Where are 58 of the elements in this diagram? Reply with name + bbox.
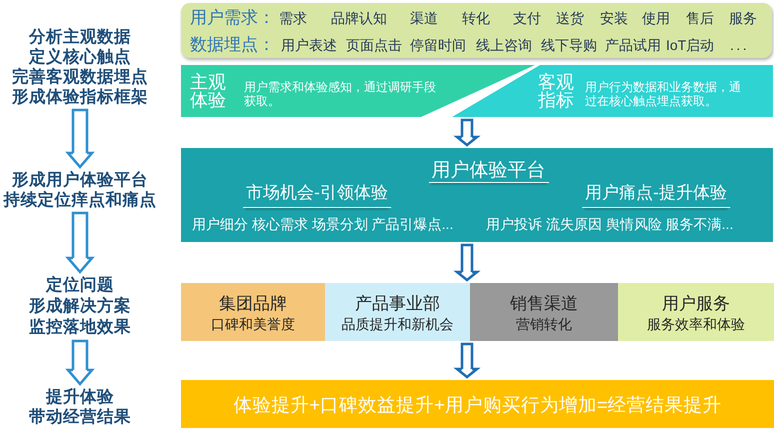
platform-panel — [181, 148, 773, 242]
step-label: 完善客观数据埋点 — [12, 67, 148, 87]
section-heading: 用户痛点-提升体验 — [582, 182, 730, 208]
step-label: 监控落地效果 — [29, 317, 131, 338]
keyword-label: 送货 — [556, 10, 584, 26]
row-label: 用户需求： — [190, 8, 275, 28]
category-tile — [618, 283, 774, 341]
step-label: 持续定位痒点和痛点 — [4, 190, 156, 210]
keyword-label: 线下导购 — [541, 36, 597, 54]
keyword-label: 使用 — [642, 10, 670, 26]
keyword-label: 渠道 — [410, 10, 438, 26]
tile-subtitle: 营销转化 — [516, 316, 572, 332]
step-label: 定义核心触点 — [29, 47, 131, 67]
tile-subtitle: 服务效率和体验 — [647, 316, 745, 332]
section-heading: 市场机会-引领体验 — [243, 182, 391, 208]
result-formula: 体验提升+口碑效益提升+用户购买行为增加=经营结果提升 — [233, 394, 722, 416]
step-label: 形成体验指标框架 — [12, 87, 148, 107]
keyword-list: 用户细分 核心需求 场景分划 产品引爆点... — [192, 216, 454, 232]
keyword-label: 安装 — [600, 10, 628, 26]
result-bar — [181, 380, 774, 428]
keyword-label: 用户表述 — [281, 36, 337, 54]
banner-description: 用户行为数据和业务数据，通过在核心触点埋点获取。 — [585, 80, 742, 108]
keyword-label: 需求 — [279, 10, 307, 26]
keyword-label: 支付 — [513, 10, 541, 26]
tile-title: 产品事业部 — [355, 294, 440, 314]
banner-title: 主观体验 — [190, 73, 227, 109]
keyword-label: 产品试用 — [605, 36, 661, 54]
panel-title: 用户体验平台 — [428, 160, 548, 184]
keyword-label: 页面点击 — [346, 36, 402, 54]
keyword-panel — [181, 3, 772, 58]
step-label: 分析主观数据 — [29, 27, 131, 47]
tile-title: 销售渠道 — [510, 294, 578, 314]
keyword-label: 停留时间 — [410, 36, 466, 54]
keyword-list: 用户投诉 流失原因 舆情风险 服务不满... — [486, 216, 734, 232]
keyword-label: 线上咨询 — [476, 36, 532, 54]
step-label: 形成用户体验平台 — [12, 170, 148, 190]
keyword-label: 转化 — [462, 10, 490, 26]
step-label: 形成解决方案 — [29, 296, 131, 317]
banner-title: 客观指标 — [538, 73, 575, 109]
tile-subtitle: 口碑和美誉度 — [211, 316, 295, 332]
keyword-label: ... — [730, 36, 750, 54]
slanted-banner — [181, 65, 535, 117]
step-label: 定位问题 — [46, 275, 114, 296]
category-tile — [470, 283, 618, 341]
category-tile — [181, 283, 325, 341]
step-label: 带动经营结果 — [29, 407, 131, 427]
tile-title: 集团品牌 — [219, 294, 287, 314]
keyword-label: 服务 — [729, 10, 757, 26]
keyword-label: 品牌认知 — [331, 10, 387, 26]
banner-description: 用户需求和体验感知，通过调研手段获取。 — [244, 80, 437, 108]
keyword-label: 售后 — [686, 10, 714, 26]
row-label: 数据埋点： — [190, 34, 275, 56]
slanted-banner — [452, 65, 773, 117]
tile-subtitle: 品质提升和新机会 — [342, 316, 454, 332]
keyword-label: IoT启动 — [666, 36, 714, 54]
step-label: 提升体验 — [46, 387, 114, 407]
tile-title: 用户服务 — [662, 294, 730, 314]
category-tile — [325, 283, 470, 341]
